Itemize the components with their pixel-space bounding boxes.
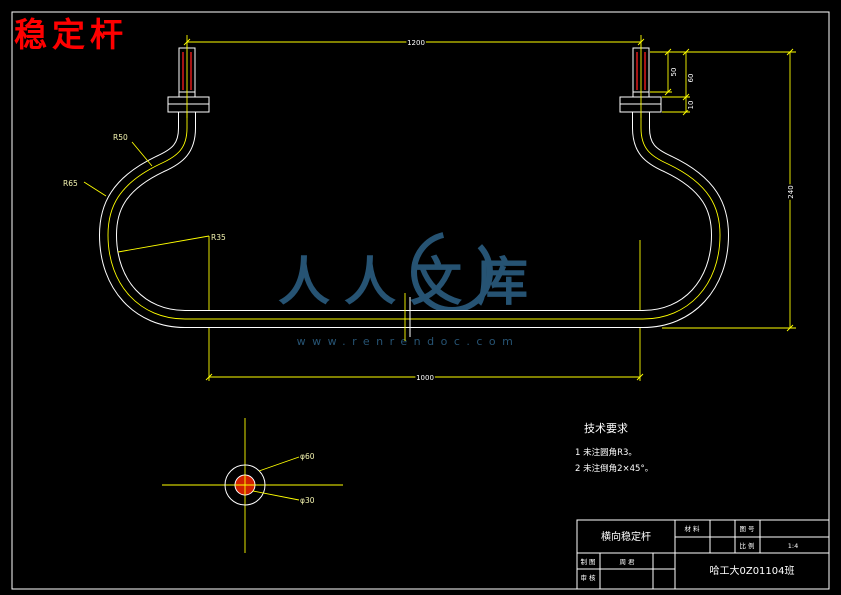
dimension-text-10: 10 xyxy=(687,101,695,110)
dimension-tick xyxy=(664,48,672,56)
dimension-top: 1200 xyxy=(183,35,645,49)
title-block: 横向稳定杆 材 料 图 号 比 例 1:4 制 图 周 君 审 核 哈工大0Z0… xyxy=(576,519,830,590)
organization: 哈工大0Z01104班 xyxy=(709,564,794,577)
section-outer-circle xyxy=(224,464,266,506)
dimension-text-right: 240 xyxy=(787,185,795,198)
tech-requirements-heading: 技术要求 xyxy=(584,422,628,435)
material-label: 材 料 xyxy=(684,524,700,533)
drawing-number-label: 图 号 xyxy=(739,525,755,533)
part-name: 横向稳定杆 xyxy=(601,530,651,543)
dimension-text-top: 1200 xyxy=(407,39,425,47)
dimension-text-50: 50 xyxy=(670,68,678,77)
leader-r65 xyxy=(83,181,107,197)
right-end-fitting xyxy=(619,44,662,118)
left-end-fitting xyxy=(167,44,210,118)
leader-r35 xyxy=(117,235,210,253)
review-label: 审 核 xyxy=(580,573,596,582)
tech-requirement-item: 1 未注圆角R3。 xyxy=(575,447,637,458)
radius-label-r35: R35 xyxy=(211,233,226,242)
stabilizer-bar xyxy=(98,112,730,328)
scale-label: 比 例 xyxy=(739,541,754,550)
dimension-tick xyxy=(682,48,690,56)
technical-requirements: 技术要求 1 未注圆角R3。 2 未注倒角2×45°。 xyxy=(575,422,653,474)
scale-value: 1:4 xyxy=(788,542,798,550)
leader-inner-diameter xyxy=(252,490,300,501)
dimension-tick xyxy=(664,88,672,96)
dimension-text-bottom: 1000 xyxy=(416,374,434,382)
watermark-brand: 人人文库 xyxy=(278,253,542,313)
radius-label-r65: R65 xyxy=(63,179,78,188)
drawn-by-label: 制 图 xyxy=(580,557,595,566)
leader-outer-diameter xyxy=(258,456,300,472)
outer-diameter-label: φ60 xyxy=(300,452,315,461)
drawing-frame xyxy=(11,11,830,590)
radius-label-r50: R50 xyxy=(113,133,128,142)
watermark-url: www.renrendoc.com xyxy=(297,335,520,348)
drawn-by-name: 周 君 xyxy=(619,558,635,566)
dimension-tick xyxy=(682,108,690,116)
dimension-right: 240 50 60 10 xyxy=(650,48,797,332)
inner-diameter-label: φ30 xyxy=(300,496,315,505)
dimension-tick xyxy=(786,324,794,332)
dimension-tick xyxy=(636,373,644,381)
title-block-border xyxy=(576,519,830,590)
dimension-tick xyxy=(682,93,690,101)
drawing-title: 稳定杆 xyxy=(14,15,128,54)
leader-r50 xyxy=(131,141,153,167)
dimension-text-60: 60 xyxy=(687,74,695,83)
dimension-tick xyxy=(637,38,645,46)
section-view: φ60 φ30 xyxy=(162,418,343,553)
dimension-tick xyxy=(786,48,794,56)
radius-annotations: R50 R65 R35 xyxy=(63,133,226,253)
tube-centerline xyxy=(107,112,721,320)
dimension-tick xyxy=(183,38,191,46)
tech-requirement-item: 2 未注倒角2×45°。 xyxy=(575,463,653,474)
dimension-tick xyxy=(205,373,213,381)
